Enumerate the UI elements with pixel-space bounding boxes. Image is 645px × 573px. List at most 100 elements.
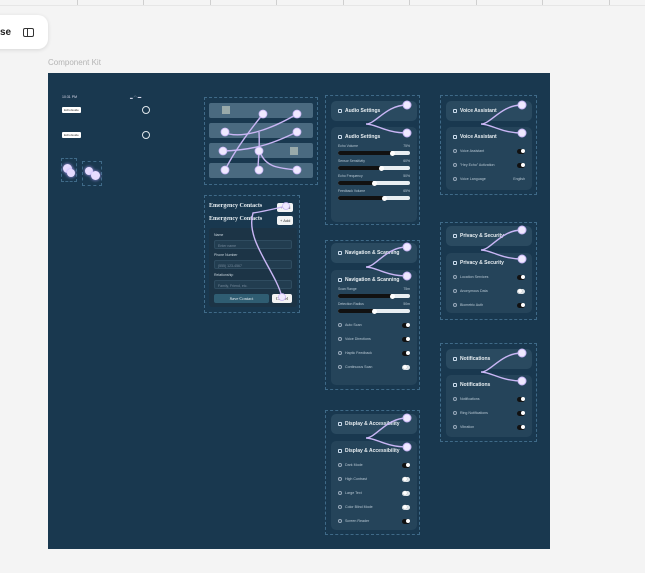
slider-fill [338,294,392,298]
toggle-switch[interactable] [517,148,525,154]
display-setting-row[interactable]: Large Text [331,486,417,500]
slider-thumb[interactable] [371,308,377,314]
blob-component[interactable] [82,161,102,186]
audio-collapsed-card[interactable]: Audio Settings [331,101,417,121]
navigation-setting-row[interactable]: Haptic Feedback [331,346,417,360]
voice-setting-row[interactable]: Voice Assistant [446,144,532,158]
setting-label-group: Ring Notifications [453,411,488,415]
navigation-setting-row[interactable]: Voice Directions [331,332,417,346]
frame-label[interactable]: Component Kit [48,58,101,67]
voice-setting-row[interactable]: "Hey Echo" Activation [446,158,532,172]
toggle-switch[interactable] [402,350,410,356]
slider-thumb[interactable] [389,150,395,156]
user-icon[interactable] [142,106,150,114]
slider-thumb[interactable] [371,180,377,186]
display-component-group[interactable] [325,410,420,535]
toggle-switch[interactable] [517,424,525,430]
slider-track[interactable] [338,293,410,299]
slider-track[interactable] [338,150,410,156]
notifications-component-group[interactable] [440,343,537,442]
slider-track[interactable] [338,165,410,171]
bell-icon [453,397,457,401]
privacy-setting-row[interactable]: Location Services [446,270,532,284]
navigation-setting-row[interactable]: Continuous Scan [331,360,417,374]
slider-thumb[interactable] [378,165,384,171]
toggle-switch[interactable] [402,476,410,482]
toggle-switch[interactable] [402,364,410,370]
segment-row[interactable] [209,163,313,178]
slider-label: Detection Radius [338,302,364,306]
user-icon[interactable] [142,131,150,139]
slider-track[interactable] [338,195,410,201]
toggle-switch[interactable] [517,162,525,168]
toggle-switch[interactable] [517,396,525,402]
relationship-input[interactable]: Family, Friend, etc. [214,280,292,289]
display-setting-row[interactable]: Color Blind Mode [331,500,417,514]
slider-value: 65% [403,189,410,193]
notifications-setting-row[interactable]: Vibration [446,420,532,434]
voice-component-group[interactable] [440,95,537,195]
voice-title: Voice Assistant [460,134,497,140]
blob-component[interactable] [61,158,77,182]
segment-grid-component[interactable] [204,97,318,185]
audio-component-group[interactable] [325,95,420,225]
phone-input[interactable]: (555) 123-4567 [214,260,292,269]
setting-value[interactable]: English [513,177,525,181]
segment-row[interactable] [209,123,313,138]
privacy-component-group[interactable] [440,222,537,320]
toggle-switch[interactable] [517,288,525,294]
toggle-switch[interactable] [402,518,410,524]
emergency-title: Emergency Contacts [209,203,263,209]
app-badge[interactable]: EchoGuide [62,107,81,113]
slider-fill [338,151,392,155]
setting-label-group: Anonymous Data [453,289,488,293]
setting-label-group: High Contrast [338,477,367,481]
toggle-switch[interactable] [402,490,410,496]
toggle-switch[interactable] [402,462,410,468]
cancel-button[interactable]: Cancel [272,294,292,303]
save-contact-button[interactable]: Save Contact [214,294,269,303]
toggle-switch[interactable] [517,274,525,280]
add-contact-button[interactable]: + Add [277,216,294,225]
slider-value: 60% [403,159,410,163]
navigation-component-group[interactable] [325,240,420,390]
name-input[interactable]: Enter name [214,240,292,249]
sidebar-toggle-icon[interactable] [23,27,35,37]
navigation-collapsed-card[interactable]: Navigation & Scanning [331,243,417,263]
notifications-setting-row[interactable]: Notifications [446,392,532,406]
navigation-setting-row[interactable]: Auto Scan [331,318,417,332]
display-setting-row[interactable]: Dark Mode [331,458,417,472]
privacy-setting-row[interactable]: Biometric Auth [446,298,532,312]
emergency-contacts-component[interactable] [204,195,300,313]
display-collapsed-card[interactable]: Display & Accessibility [331,414,417,434]
privacy-collapsed-card[interactable]: Privacy & Security [446,226,532,246]
voice-collapsed-card[interactable]: Voice Assistant [446,101,532,121]
toggle-switch[interactable] [517,302,525,308]
headphones-icon [338,337,342,341]
display-setting-row[interactable]: Screen Reader [331,514,417,528]
display-setting-row[interactable]: High Contrast [331,472,417,486]
app-badge[interactable]: EchoGuide [62,132,81,138]
slider-track[interactable] [338,308,410,314]
notifications-collapsed-card[interactable]: Notifications [446,349,532,369]
notifications-setting-row[interactable]: Ring Notifications [446,406,532,420]
slider-thumb[interactable] [382,195,388,201]
toggle-switch[interactable] [517,410,525,416]
add-contact-button[interactable]: + Add [277,203,294,212]
toggle-switch[interactable] [402,336,410,342]
setting-label-group: Screen Reader [338,519,369,523]
toggle-switch[interactable] [402,504,410,510]
slider-track[interactable] [338,180,410,186]
slider-thumb[interactable] [389,293,395,299]
toggle-switch[interactable] [402,322,410,328]
privacy-setting-row[interactable]: Anonymous Data [446,284,532,298]
